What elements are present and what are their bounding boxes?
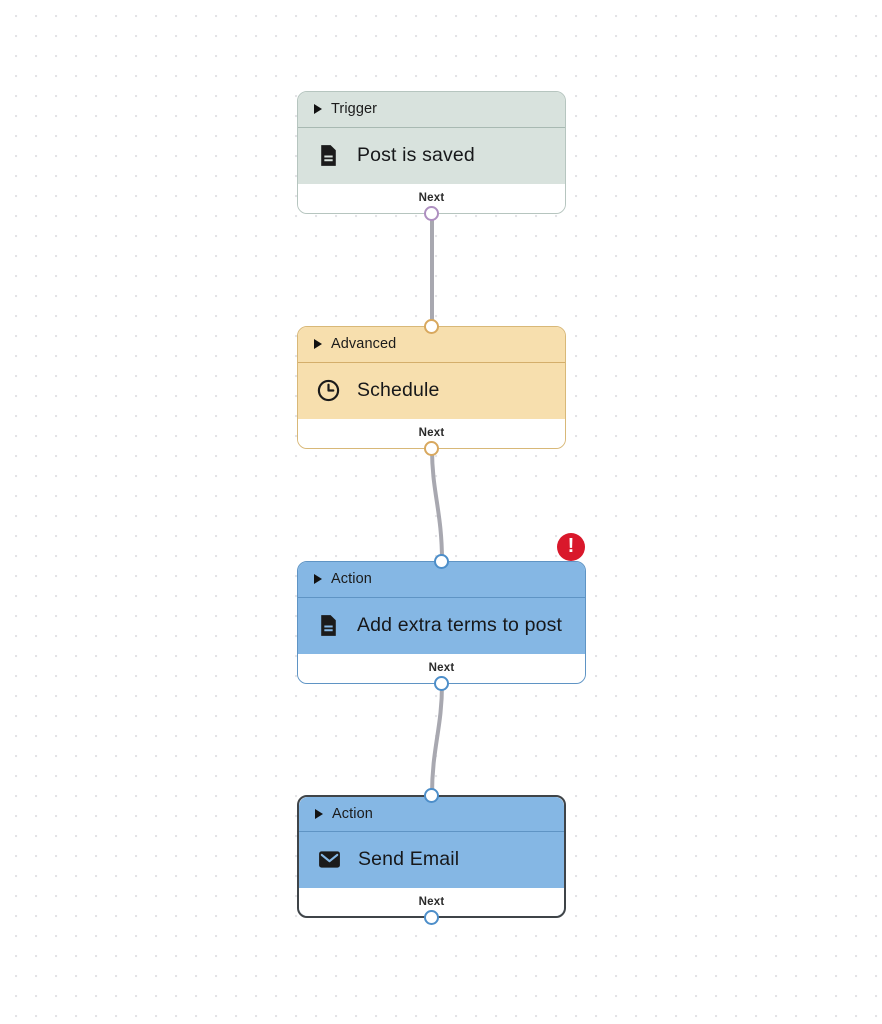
node-category-label: Advanced <box>331 336 397 353</box>
document-icon <box>321 615 336 637</box>
node-divider <box>298 126 565 128</box>
node-output-port[interactable] <box>424 910 439 925</box>
node-input-port[interactable] <box>424 788 439 803</box>
node-header-trigger[interactable]: Trigger <box>298 92 565 127</box>
node-body-trigger[interactable]: Post is saved <box>298 128 565 184</box>
document-icon <box>321 145 336 167</box>
node-category-label: Trigger <box>331 101 378 118</box>
node-divider <box>298 596 585 598</box>
node-input-port[interactable] <box>434 554 449 569</box>
chevron-right-icon[interactable] <box>314 104 322 115</box>
node-output-port[interactable] <box>434 676 449 691</box>
node-title: Post is saved <box>357 144 475 167</box>
node-title: Send Email <box>358 848 460 871</box>
node-header-action[interactable]: Action <box>298 562 585 597</box>
node-category-label: Action <box>332 805 373 822</box>
connector-advanced-to-action1 <box>430 447 444 563</box>
node-input-port[interactable] <box>424 319 439 334</box>
chevron-right-icon[interactable] <box>314 574 322 585</box>
node-divider <box>299 830 564 832</box>
chevron-right-icon[interactable] <box>315 808 323 819</box>
workflow-node-trigger[interactable]: Trigger Post is saved Next <box>297 91 566 221</box>
node-category-label: Action <box>331 571 372 588</box>
workflow-node-action-send-email[interactable]: Action Send Email Next <box>297 788 566 925</box>
node-body-action[interactable]: Add extra terms to post <box>298 598 585 654</box>
connector-action1-to-action2 <box>430 682 444 797</box>
node-body-action[interactable]: Send Email <box>299 832 564 888</box>
node-body-advanced[interactable]: Schedule <box>298 363 565 419</box>
node-output-port[interactable] <box>424 441 439 456</box>
node-error-badge[interactable]: ! <box>557 533 585 561</box>
workflow-node-advanced[interactable]: Advanced Schedule Next <box>297 319 566 456</box>
node-divider <box>298 361 565 363</box>
envelope-icon <box>319 851 340 868</box>
node-title: Add extra terms to post <box>357 614 563 637</box>
chevron-right-icon[interactable] <box>314 339 322 350</box>
node-title: Schedule <box>357 379 440 402</box>
workflow-node-action-add-terms[interactable]: Action Add extra terms to post Next ! <box>297 533 586 691</box>
node-output-port[interactable] <box>424 206 439 221</box>
node-header-action[interactable]: Action <box>299 797 564 831</box>
clock-icon <box>317 380 340 402</box>
error-exclamation-icon: ! <box>567 535 575 557</box>
node-header-advanced[interactable]: Advanced <box>298 327 565 362</box>
